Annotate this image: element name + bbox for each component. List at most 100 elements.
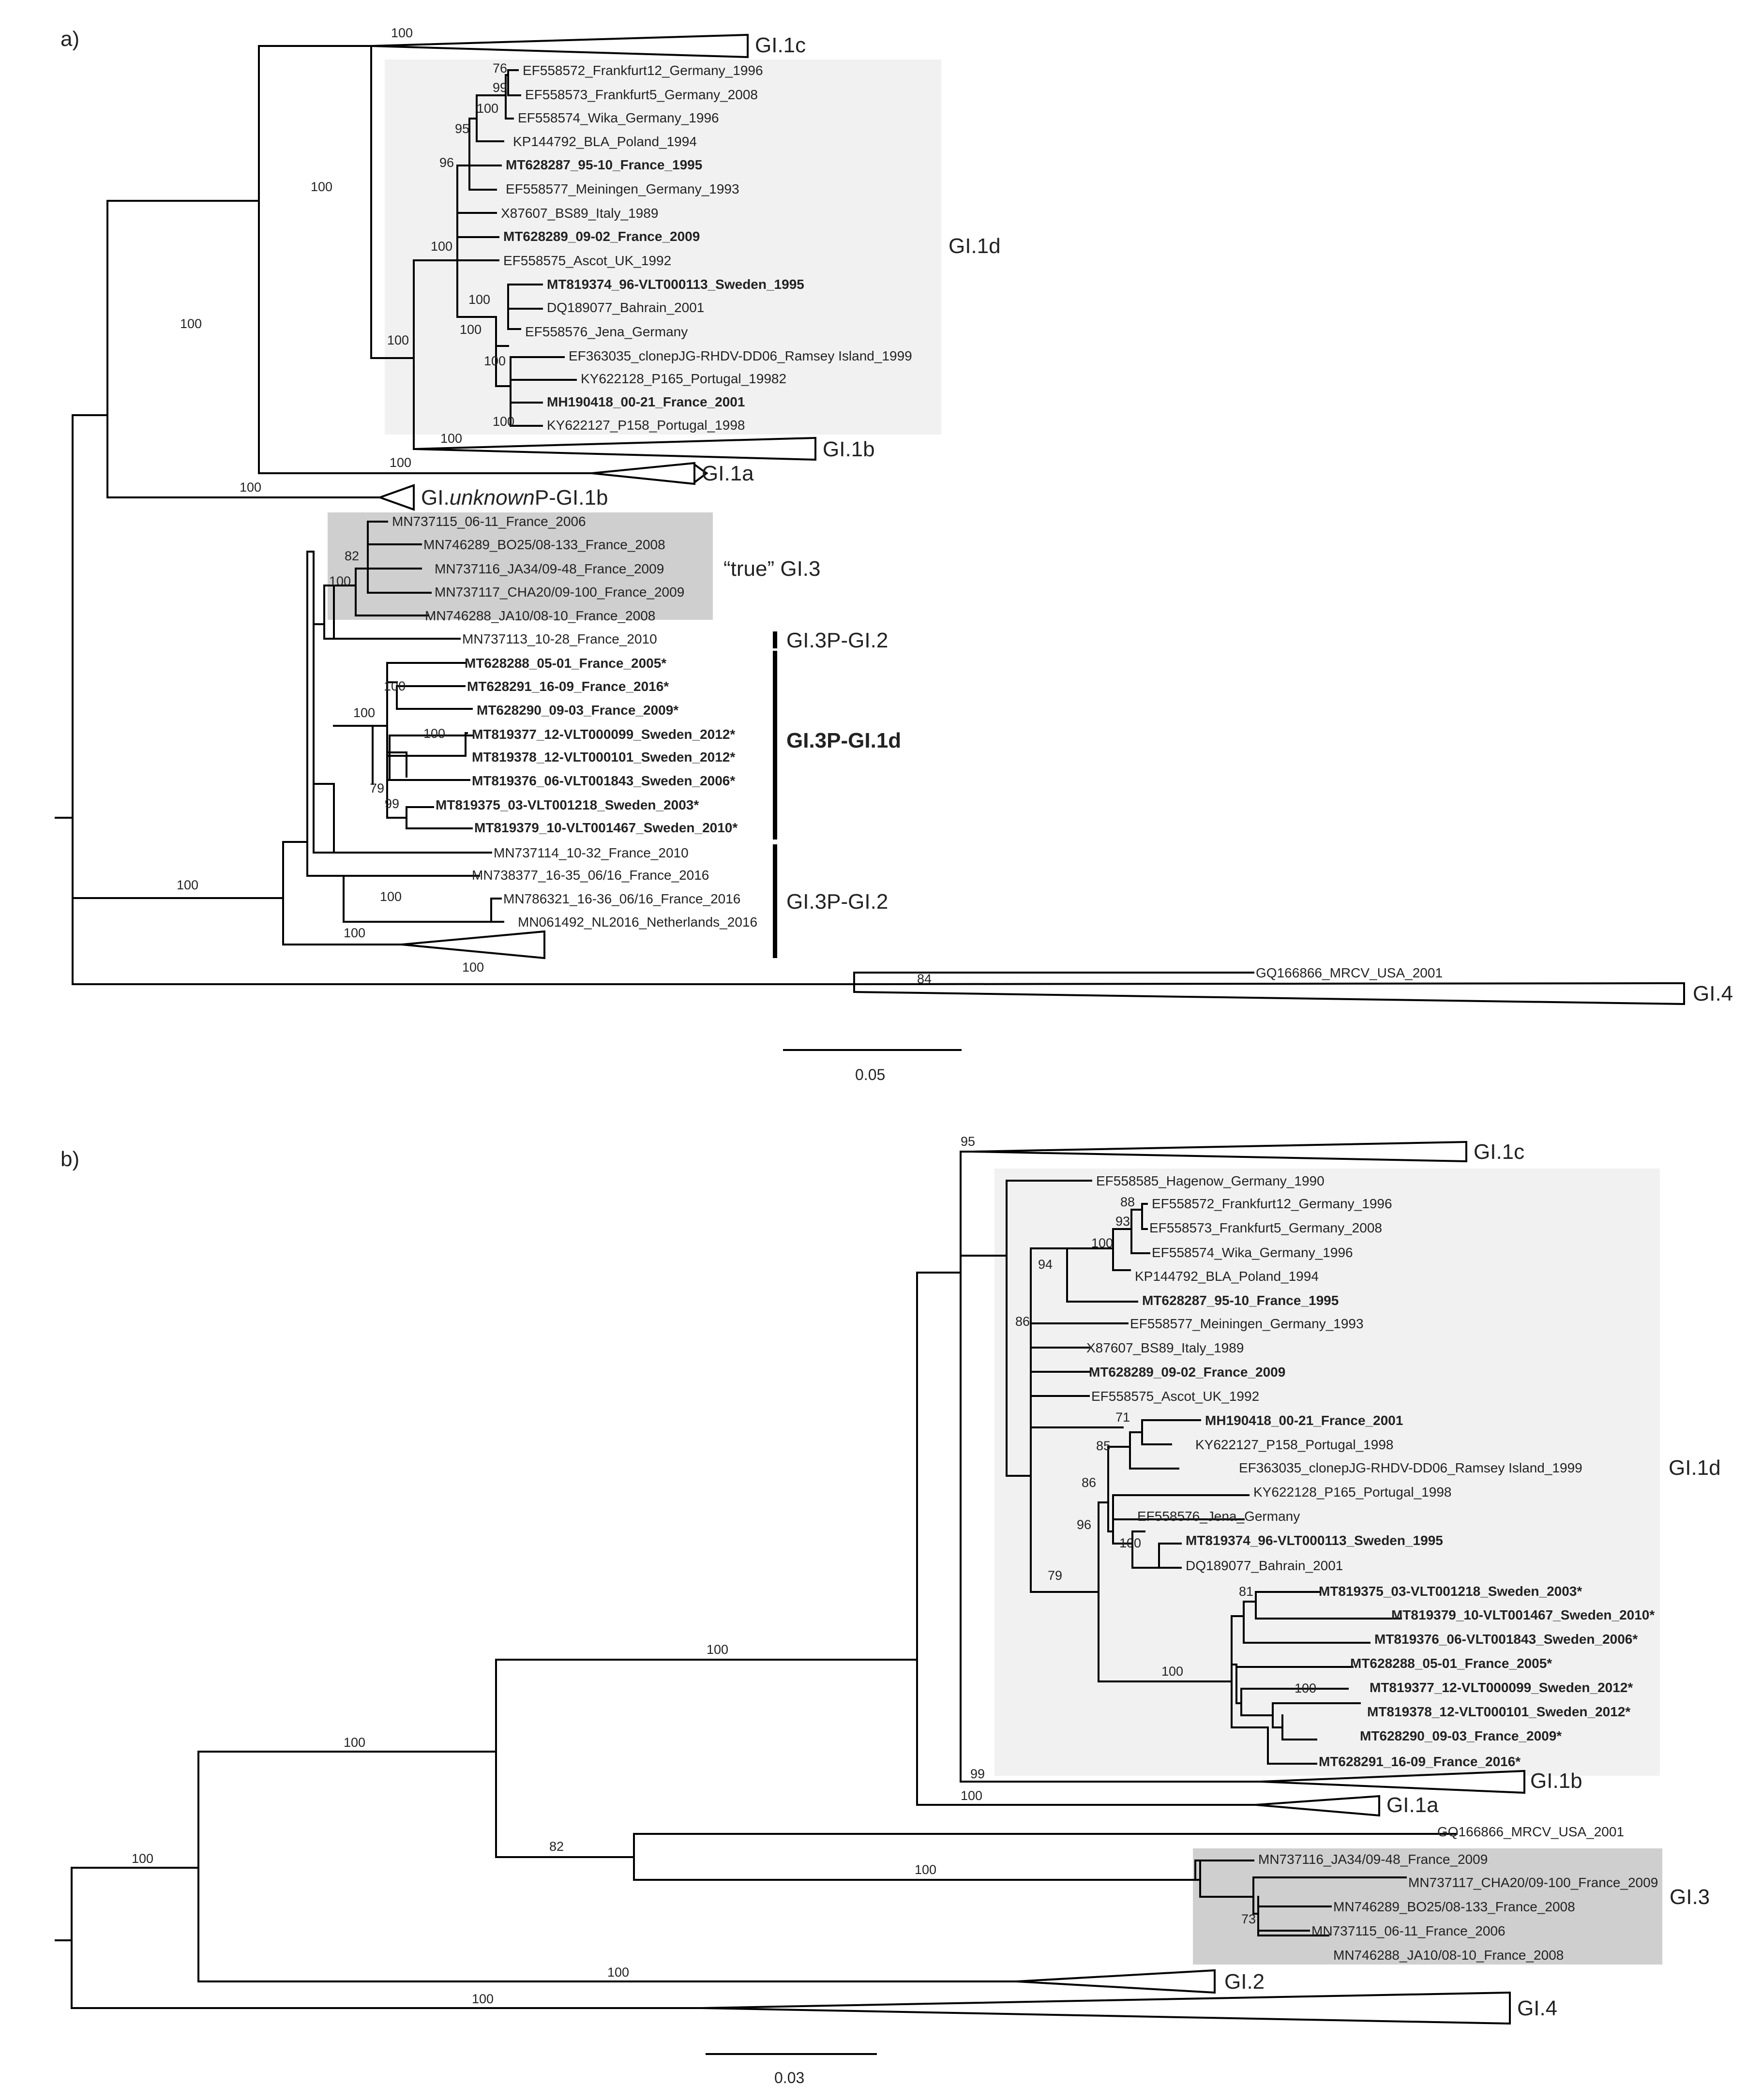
tip-label: MN746289_BO25/08-133_France_2008 [423,537,665,552]
bar-gi3p-gi2-top [773,631,777,648]
tip-label: KP144792_BLA_Poland_1994 [1135,1269,1319,1284]
bootstrap-value: 100 [132,1851,153,1866]
bootstrap-value: 100 [477,101,498,116]
tip-label: X87607_BS89_Italy_1989 [501,206,658,221]
bootstrap-value: 100 [180,316,202,331]
bootstrap-value: 99 [970,1767,985,1781]
bootstrap-value: 100 [391,26,413,40]
bootstrap-value: 100 [607,1965,629,1980]
tip-label: EF558575_Ascot_UK_1992 [1091,1389,1259,1404]
clade-label-gi1c-b: GI.1c [1474,1140,1524,1164]
tip-label: MT628289_09-02_France_2009 [1089,1365,1285,1380]
bootstrap-value: 100 [493,414,514,429]
tip-label: X87607_BS89_Italy_1989 [1086,1340,1244,1355]
bootstrap-value: 82 [345,549,359,563]
tip-label: KP144792_BLA_Poland_1994 [513,134,697,149]
bootstrap-value: 100 [329,574,351,588]
bootstrap-value: 100 [344,1735,365,1750]
panel-a-label: a) [60,27,79,51]
tip-label: EF558577_Meiningen_Germany_1993 [1130,1316,1364,1331]
tip-label: MN737117_CHA20/09-100_France_2009 [435,585,684,600]
tip-label: EF558572_Frankfurt12_Germany_1996 [1152,1196,1392,1211]
tip-label: MN737115_06-11_France_2006 [392,514,586,529]
bootstrap-value: 100 [1119,1536,1141,1550]
true-gi3-highlight-box [328,512,713,620]
panel-a-tree [55,33,1685,1005]
tip-label: MT628287_95-10_France_1995 [506,157,702,172]
tip-label: MT628288_05-01_France_2005* [465,656,666,671]
panel-b-tip-labels: EF558585_Hagenow_Germany_1990 EF558572_F… [1086,1173,1658,1963]
clade-label-gi1d-b: GI.1d [1669,1456,1721,1480]
tip-label: MN737116_JA34/09-48_France_2009 [435,561,664,576]
bootstrap-value: 86 [1015,1314,1030,1329]
tip-label: EF363035_clonepJG-RHDV-DD06_Ramsey Islan… [1239,1460,1582,1475]
gi1d-highlight-box-b [994,1169,1660,1776]
tip-label: MT628291_16-09_France_2016* [467,679,669,694]
tip-label: MT819374_96-VLT000113_Sweden_1995 [1186,1533,1443,1548]
tip-label: MT819375_03-VLT001218_Sweden_2003* [1319,1584,1582,1599]
bootstrap-value: 79 [1048,1568,1062,1583]
bootstrap-value: 100 [353,705,375,720]
tip-label: MT819378_12-VLT000101_Sweden_2012* [472,750,735,765]
bootstrap-value: 100 [472,1992,494,2006]
bar-gi3p-gi2-bottom [773,844,777,958]
bootstrap-value: 95 [961,1134,975,1149]
bootstrap-value: 100 [462,960,484,975]
tip-label: DQ189077_Bahrain_2001 [1186,1558,1343,1573]
tip-label: MT628289_09-02_France_2009 [503,229,700,244]
tip-label: GQ166866_MRCV_USA_2001 [1256,965,1443,980]
tip-label: MT819379_10-VLT001467_Sweden_2010* [1391,1607,1655,1622]
tip-label: EF558574_Wika_Germany_1996 [1152,1245,1353,1260]
tip-label: MT819376_06-VLT001843_Sweden_2006* [1374,1632,1638,1647]
tip-label: MT628288_05-01_France_2005* [1350,1656,1552,1671]
tip-label: EF558576_Jena_Germany [1137,1509,1300,1524]
bootstrap-value: 71 [1115,1410,1130,1425]
tip-label: KY622128_P165_Portugal_1998 [1253,1485,1451,1500]
clade-label-gi3p-gi1d: GI.3P-GI.1d [786,729,901,752]
bootstrap-value: 85 [1096,1439,1111,1453]
panel-b-bootstrap-values: 95 88 93 100 94 86 71 85 86 96 100 79 81… [132,1134,1316,2006]
bootstrap-value: 79 [370,781,384,795]
tip-label: MN746288_JA10/08-10_France_2008 [425,608,655,623]
tip-label: EF558573_Frankfurt5_Germany_2008 [1149,1220,1382,1235]
tip-label: EF558572_Frankfurt12_Germany_1996 [523,63,763,78]
tip-label: MN737116_JA34/09-48_France_2009 [1258,1852,1488,1867]
bootstrap-value: 100 [468,292,490,307]
bootstrap-value: 100 [961,1788,982,1803]
bootstrap-value: 76 [493,61,507,75]
bootstrap-value: 100 [344,926,365,940]
clade-label-gi4-b: GI.4 [1517,1996,1557,2020]
bootstrap-value: 100 [423,726,445,741]
clade-label-gi1a: GI.1a [702,462,754,485]
bootstrap-value: 99 [385,796,399,811]
bootstrap-value: 100 [484,354,506,368]
clade-label-gi2-b: GI.2 [1224,1970,1265,1994]
bootstrap-value: 100 [380,889,402,904]
tip-label: KY622127_P158_Portugal_1998 [1195,1437,1393,1452]
tip-label: MT819377_12-VLT000099_Sweden_2012* [1370,1680,1633,1695]
bootstrap-value: 96 [439,155,454,170]
tip-label: MN737113_10-28_France_2010 [462,631,657,646]
bootstrap-value: 82 [549,1839,564,1854]
tip-label: MT628291_16-09_France_2016* [1319,1754,1521,1769]
bootstrap-value: 100 [915,1862,936,1877]
tip-label: EF558576_Jena_Germany [525,324,688,339]
bootstrap-value: 86 [1082,1475,1096,1490]
tip-label: MT819378_12-VLT000101_Sweden_2012* [1367,1704,1630,1719]
bootstrap-value: 100 [460,322,482,337]
bootstrap-value: 100 [1161,1664,1183,1679]
bootstrap-value: 73 [1241,1912,1256,1926]
bootstrap-value: 100 [707,1642,728,1657]
tip-label: EF558585_Hagenow_Germany_1990 [1096,1173,1325,1188]
tip-label: MN746289_BO25/08-133_France_2008 [1333,1899,1575,1914]
tip-label: MT628290_09-03_France_2009* [477,703,678,718]
tip-label: MH190418_00-21_France_2001 [1205,1413,1403,1428]
panel-b-clade-labels: GI.1c GI.1d GI.1b GI.1a GI.3 GI.2 GI.4 [1224,1140,1721,2020]
tip-label: MH190418_00-21_France_2001 [547,394,745,409]
tip-label: MN737115_06-11_France_2006 [1311,1923,1506,1938]
panel-b-label: b) [60,1147,79,1171]
tip-label: EF558574_Wika_Germany_1996 [518,110,719,125]
tip-label: MT819377_12-VLT000099_Sweden_2012* [472,727,735,742]
tip-label: MN061492_NL2016_Netherlands_2016 [518,915,757,930]
